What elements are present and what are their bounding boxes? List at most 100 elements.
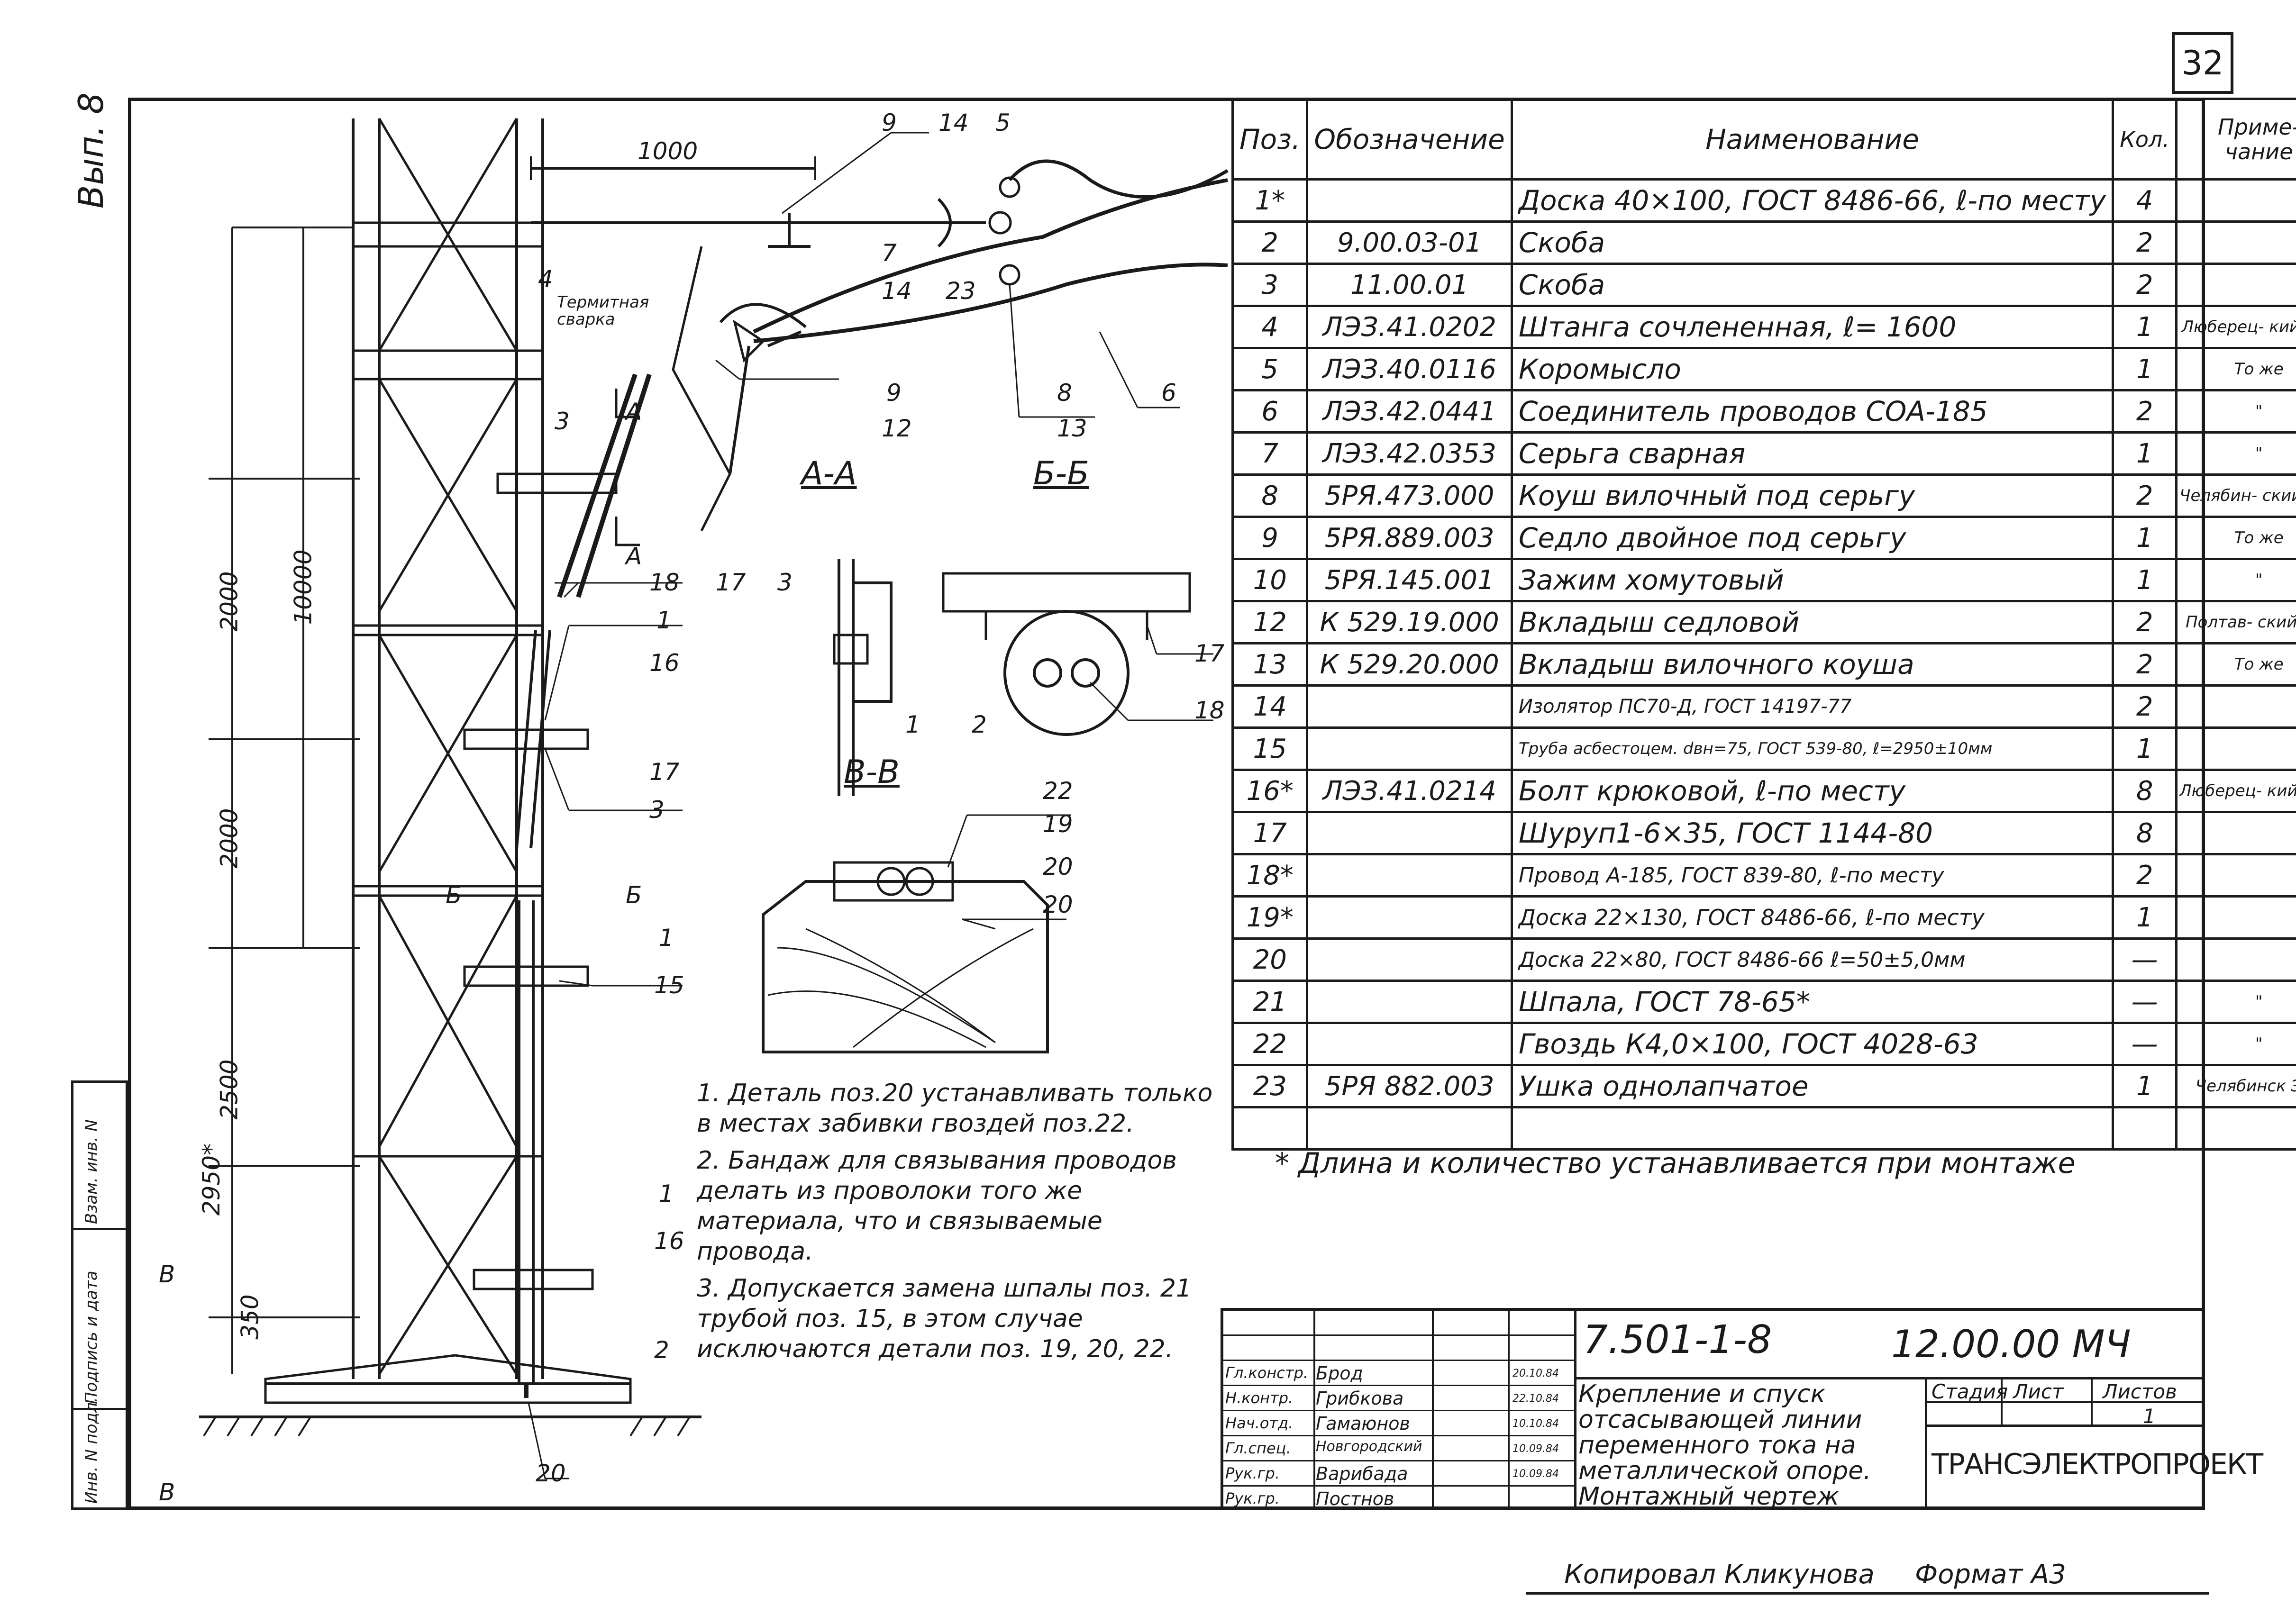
- row-name: Изолятор ПС70-Д, ГОСТ 14197-77: [1510, 684, 2114, 729]
- row-pos: 15: [1231, 726, 1309, 771]
- row-pos: 13: [1231, 642, 1309, 687]
- side-stamp: Взам. инв. N Подпись и дата Инв. N подл.: [71, 1080, 128, 1510]
- row-note: [2175, 263, 2296, 307]
- row-note: Люберец- кий ЭМЗ: [2175, 769, 2296, 813]
- pos-1-d: 1: [905, 711, 920, 738]
- pos-16-a: 16: [649, 649, 680, 677]
- section-vv: В-В: [844, 753, 900, 791]
- mark-b-left: Б: [446, 881, 462, 909]
- row-name: Доска 40×100, ГОСТ 8486-66, ℓ-по месту: [1510, 178, 2114, 223]
- row-designation: К 529.19.000: [1306, 600, 1513, 644]
- specification-table: Поз. Обозначение Наименование Кол. Приме…: [1231, 98, 2296, 1151]
- pos-23: 23: [946, 277, 976, 305]
- sheet-label: Лист: [2013, 1380, 2064, 1403]
- row-pos: 23: [1231, 1064, 1309, 1108]
- mark-a-bottom: А: [626, 543, 642, 570]
- row-qty: 1: [2112, 1064, 2178, 1108]
- dim-2500: 2500: [215, 1059, 243, 1120]
- row-designation: [1306, 178, 1513, 223]
- row-pos: [1231, 1106, 1309, 1151]
- dim-10000: 10000: [289, 549, 317, 625]
- pos-18-b: 18: [1194, 697, 1225, 724]
- row-pos: 3: [1231, 263, 1309, 307]
- pos-3-top: 3: [555, 408, 570, 435]
- pos-6: 6: [1161, 379, 1176, 407]
- pos-3-b: 3: [649, 796, 665, 824]
- row-note: [2175, 811, 2296, 855]
- dim-2000b: 2000: [215, 808, 243, 869]
- pos-12: 12: [882, 415, 912, 442]
- row-pos: 8: [1231, 473, 1309, 518]
- signature-name: Новгородский: [1316, 1438, 1422, 1455]
- spec-row: 19*Доска 22×130, ГОСТ 8486-66, ℓ-по мест…: [1231, 895, 2296, 940]
- stage-grid: Стадия Лист Листов 1: [1925, 1377, 2205, 1446]
- row-pos: 2: [1231, 220, 1309, 265]
- tb-signature-row: Рук.гр. Варибада 10.09.84: [1223, 1461, 1574, 1487]
- row-note: Челябинск ЭРЗ: [2175, 1064, 2296, 1108]
- row-qty: 1: [2112, 516, 2178, 560]
- header-name: Наименование: [1510, 98, 2114, 181]
- pos-17-b: 17: [716, 569, 746, 596]
- row-qty: 8: [2112, 811, 2178, 855]
- row-qty: 1: [2112, 305, 2178, 349]
- tb-signature-row: Нач.отд. Гамаюнов 10.10.84: [1223, 1411, 1574, 1436]
- section-bb: Б-Б: [1033, 455, 1089, 492]
- row-designation: 5РЯ 882.003: [1306, 1064, 1513, 1108]
- copied-by: Копировал Кликунова: [1564, 1559, 1875, 1590]
- thermite-label: Термитная сварка: [557, 293, 649, 329]
- stage-label: Стадия: [1932, 1380, 2008, 1403]
- signature-role: Н.контр.: [1225, 1389, 1294, 1407]
- row-name: Доска 22×130, ГОСТ 8486-66, ℓ-по месту: [1510, 895, 2114, 940]
- row-designation: 5РЯ.145.001: [1306, 558, 1513, 602]
- row-qty: 2: [2112, 642, 2178, 687]
- row-name: Шпала, ГОСТ 78-65*: [1510, 980, 2114, 1024]
- row-pos: 9: [1231, 516, 1309, 560]
- row-designation: ЛЭЗ.41.0214: [1306, 769, 1513, 813]
- row-pos: 20: [1231, 937, 1309, 982]
- row-pos: 1*: [1231, 178, 1309, 223]
- row-note: То же: [2175, 642, 2296, 687]
- section-aa: А-А: [801, 455, 857, 492]
- row-designation: [1306, 937, 1513, 982]
- spec-row: 1* Доска 40×100, ГОСТ 8486-66, ℓ-по месту…: [1231, 178, 2296, 223]
- row-designation: [1306, 895, 1513, 940]
- row-qty: —: [2112, 937, 2178, 982]
- signature-role: Гл.спец.: [1225, 1439, 1291, 1457]
- row-pos: 12: [1231, 600, 1309, 644]
- row-designation: 5РЯ.889.003: [1306, 516, 1513, 560]
- signature-date: 22.10.84: [1512, 1393, 1559, 1405]
- row-note: [2175, 220, 2296, 265]
- dim-1000: 1000: [638, 137, 698, 165]
- signature-role: Рук.гр.: [1225, 1489, 1280, 1507]
- note-2: 2. Бандаж для связывания проводов делать…: [697, 1146, 1177, 1266]
- row-pos: 16*: [1231, 769, 1309, 813]
- tb-blank-row: [1223, 1311, 1574, 1336]
- row-designation: [1306, 980, 1513, 1024]
- row-designation: ЛЭЗ.40.0116: [1306, 347, 1513, 391]
- row-name: Вкладыш седловой: [1510, 600, 2114, 644]
- tb-signature-row: Гл.спец. Новгородский 10.09.84: [1223, 1436, 1574, 1461]
- row-note: То же: [2175, 516, 2296, 560]
- signature-name: Гамаюнов: [1316, 1413, 1410, 1434]
- row-qty: 8: [2112, 769, 2178, 813]
- pos-14-top: 14: [938, 109, 969, 136]
- mark-a-top: А: [626, 398, 642, 426]
- row-designation: ЛЭЗ.42.0353: [1306, 431, 1513, 476]
- row-qty: 1: [2112, 726, 2178, 771]
- row-designation: [1306, 811, 1513, 855]
- sheets-value: 1: [2143, 1405, 2156, 1428]
- row-qty: 1: [2112, 347, 2178, 391]
- row-note: [2175, 895, 2296, 940]
- row-designation: 9.00.03-01: [1306, 220, 1513, 265]
- tb-signature-row: Н.контр. Грибкова 22.10.84: [1223, 1386, 1574, 1411]
- row-name: Шуруп1-6×35, ГОСТ 1144-80: [1510, 811, 2114, 855]
- pos-19: 19: [1043, 810, 1073, 838]
